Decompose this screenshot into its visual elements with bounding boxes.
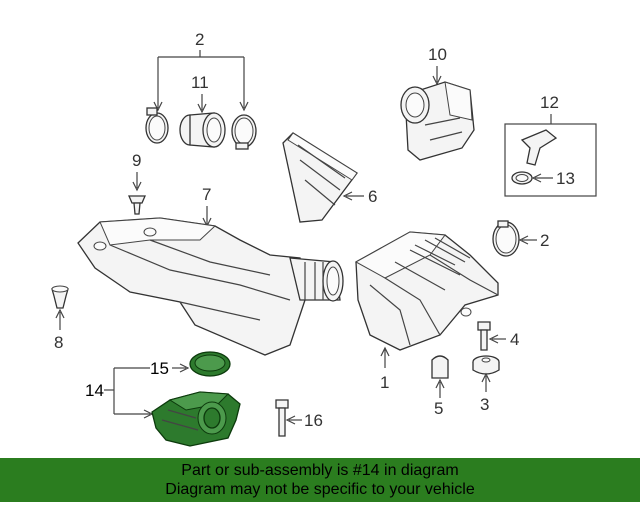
callout-12[interactable]: 12 <box>540 93 559 112</box>
air-flow-sensor-housing[interactable] <box>400 81 475 161</box>
inset-box <box>504 123 597 197</box>
callout-12-group: 12 <box>504 93 597 197</box>
callout-11-group: 11 <box>191 73 209 114</box>
sensor-connector[interactable] <box>520 129 558 166</box>
info-banner: Part or sub-assembly is #14 in diagram D… <box>0 458 640 502</box>
callout-6-group: 6 <box>342 187 377 206</box>
o-ring-seal[interactable] <box>511 171 533 185</box>
callout-11[interactable]: 11 <box>191 73 209 92</box>
callout-8-group: 8 <box>54 308 65 352</box>
callout-2-side-group: 2 <box>518 231 549 250</box>
air-intake-duct[interactable] <box>77 217 344 356</box>
intake-duct-sleeve[interactable] <box>179 112 226 148</box>
callout-2-top[interactable]: 2 <box>195 30 204 49</box>
callout-16[interactable]: 16 <box>304 411 323 430</box>
long-bolt[interactable] <box>275 399 289 437</box>
callout-10[interactable]: 10 <box>428 45 447 64</box>
callout-15[interactable]: 15 <box>150 359 169 378</box>
rubber-cap[interactable] <box>431 355 449 379</box>
callout-7[interactable]: 7 <box>202 185 211 204</box>
mounting-grommet[interactable] <box>51 285 69 309</box>
callout-13-group: 13 <box>531 169 575 188</box>
hose-clamp-side[interactable] <box>492 220 520 257</box>
hose-clamp-right[interactable] <box>231 114 257 150</box>
insulator-mount[interactable] <box>472 355 500 375</box>
callout-2-top-group: 2 <box>153 30 249 112</box>
mounting-bolt[interactable] <box>477 321 491 351</box>
air-cleaner-lower-assembly[interactable] <box>151 391 241 447</box>
callout-5-group: 5 <box>434 378 445 418</box>
callout-14-group: 14 <box>85 367 154 419</box>
air-filter-element[interactable] <box>282 132 358 223</box>
callout-1[interactable]: 1 <box>380 373 389 392</box>
callout-7-group: 7 <box>202 185 212 228</box>
callout-9[interactable]: 9 <box>132 151 141 170</box>
callout-14[interactable]: 14 <box>85 381 104 400</box>
callout-3-group: 3 <box>480 372 491 414</box>
callout-6[interactable]: 6 <box>368 187 377 206</box>
callout-15-group: 15 <box>150 359 190 378</box>
callout-5[interactable]: 5 <box>434 399 443 418</box>
callout-3[interactable]: 3 <box>480 395 489 414</box>
callout-10-group: 10 <box>428 45 447 86</box>
push-pin-retainer[interactable] <box>128 195 146 215</box>
callout-13[interactable]: 13 <box>556 169 575 188</box>
banner-line-2: Diagram may not be specific to your vehi… <box>165 481 475 498</box>
callout-1-group: 1 <box>380 346 390 392</box>
callout-16-group: 16 <box>285 411 323 430</box>
callout-2-side[interactable]: 2 <box>540 231 549 250</box>
callout-4[interactable]: 4 <box>510 330 519 349</box>
callout-9-group: 9 <box>132 151 142 192</box>
hose-clamp-left[interactable] <box>145 107 169 144</box>
callout-8[interactable]: 8 <box>54 333 63 352</box>
banner-line-1: Part or sub-assembly is #14 in diagram <box>181 462 459 479</box>
air-cleaner-housing[interactable] <box>354 231 499 351</box>
callout-4-group: 4 <box>488 330 519 349</box>
intake-seal-gasket[interactable] <box>189 351 231 377</box>
parts-diagram: 2 11 10 12 <box>51 30 597 447</box>
